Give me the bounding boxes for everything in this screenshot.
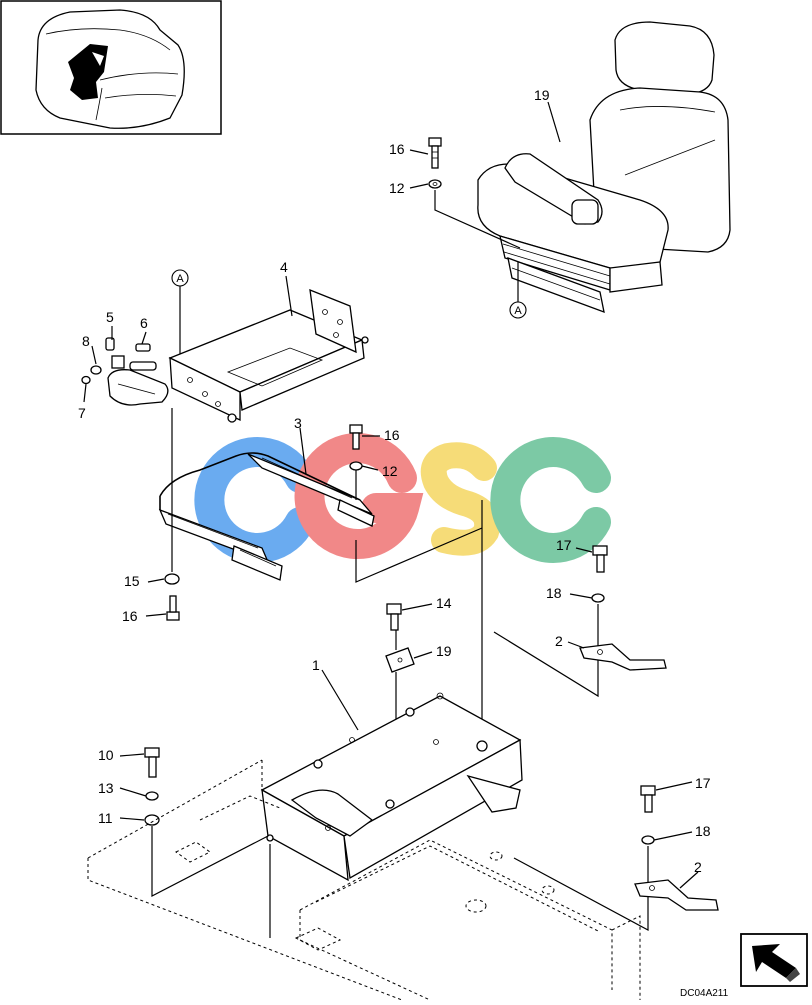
nut-part-7[interactable] xyxy=(81,375,91,385)
callout-8: 8 xyxy=(82,333,90,349)
callout-5: 5 xyxy=(106,309,114,325)
callout-15: 15 xyxy=(124,573,140,589)
washer-part-11[interactable] xyxy=(144,814,160,826)
svg-text:A: A xyxy=(514,305,522,317)
callout-4: 4 xyxy=(280,259,288,275)
watermark-letter-g xyxy=(294,433,424,560)
watermark xyxy=(194,433,611,563)
next-page-arrow-icon xyxy=(752,944,800,982)
seat-washer-12[interactable] xyxy=(428,179,442,189)
bolt-part-10[interactable] xyxy=(144,747,160,778)
bolt-part-17-upper[interactable] xyxy=(592,545,608,573)
callout-16-rail: 16 xyxy=(384,427,400,443)
location-inset[interactable] xyxy=(0,0,222,135)
base-frame-part[interactable] xyxy=(260,692,523,882)
watermark-letter-c2 xyxy=(490,437,611,563)
washer-part-18-lower[interactable] xyxy=(641,835,655,845)
callout-18-lower: 18 xyxy=(695,823,711,839)
seat-bracket-part[interactable] xyxy=(168,288,369,423)
seat-part[interactable] xyxy=(477,21,731,314)
clip-part-19[interactable] xyxy=(385,647,415,673)
callout-2-upper: 2 xyxy=(555,633,563,649)
callout-2-lower: 2 xyxy=(694,859,702,875)
floor-outline xyxy=(87,759,641,1001)
callout-labels: 19 16 12 4 5 6 8 7 3 16 12 17 15 18 14 1… xyxy=(78,87,711,875)
washer-part-18-upper[interactable] xyxy=(591,593,605,603)
reference-marker-seat: A xyxy=(509,262,527,319)
callout-16-seat: 16 xyxy=(389,141,405,157)
washer-part-8[interactable] xyxy=(90,365,102,375)
callout-3: 3 xyxy=(294,415,302,431)
drawing-code: DC04A211 xyxy=(680,988,729,999)
pin-part-5[interactable] xyxy=(105,337,115,351)
callout-12-rail: 12 xyxy=(382,463,398,479)
callout-17-upper: 17 xyxy=(556,537,572,553)
bolt-part-14[interactable] xyxy=(386,603,402,631)
washer-part-13[interactable] xyxy=(145,791,159,801)
callout-6: 6 xyxy=(140,315,148,331)
washer-part-15[interactable] xyxy=(164,573,180,585)
callout-14: 14 xyxy=(436,595,452,611)
strap-bracket-part-2-lower[interactable] xyxy=(634,879,719,911)
machine-location-icon xyxy=(35,9,185,129)
strap-bracket-part-2-upper[interactable] xyxy=(579,643,667,671)
watermark-letter-c1 xyxy=(194,437,315,563)
lever-clip-part[interactable] xyxy=(107,355,169,406)
rail-washer-12[interactable] xyxy=(349,461,363,471)
seat-bolt-16[interactable] xyxy=(428,137,442,169)
slide-rail-part[interactable] xyxy=(158,452,375,581)
callout-11: 11 xyxy=(98,810,113,826)
watermark-letter-s xyxy=(420,442,501,556)
bolt-part-17-lower[interactable] xyxy=(640,785,656,813)
callout-17-lower: 17 xyxy=(695,775,711,791)
callout-18-upper: 18 xyxy=(546,585,562,601)
callout-19-clip: 19 xyxy=(436,643,452,659)
rail-bolt-16[interactable] xyxy=(349,424,363,450)
callout-13: 13 xyxy=(98,780,114,796)
callout-12-seat: 12 xyxy=(389,180,405,196)
callout-1: 1 xyxy=(312,657,320,673)
bolt-part-16-lower[interactable] xyxy=(166,595,180,621)
callout-10: 10 xyxy=(98,747,114,763)
svg-text:A: A xyxy=(176,273,184,285)
reference-marker-top: A xyxy=(171,269,189,360)
screw-part-6[interactable] xyxy=(135,343,151,352)
next-page-button[interactable] xyxy=(740,933,808,987)
callout-19-seat: 19 xyxy=(534,87,550,103)
leader-lines xyxy=(83,101,699,889)
callout-16-lower: 16 xyxy=(122,608,138,624)
callout-7: 7 xyxy=(78,405,86,421)
